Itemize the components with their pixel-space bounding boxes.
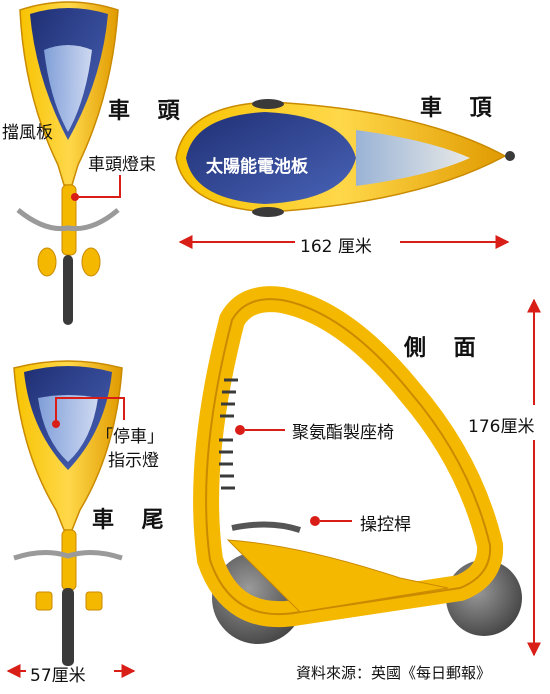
front-view-vehicle (16, 1, 120, 325)
stop-light-label-2: 指示燈 (108, 451, 159, 471)
source-credit: 資料來源：英國《每日郵報》 (296, 664, 492, 682)
height-label: 176厘米 (468, 417, 535, 437)
stop-light-leader (55, 397, 125, 424)
side-view-title: 側 面 (404, 336, 486, 361)
headlight-leader (78, 175, 121, 198)
joystick-label: 操控桿 (360, 515, 411, 535)
front-view-title: 車 頭 (108, 99, 190, 124)
seat-label: 聚氨酯製座椅 (292, 423, 394, 443)
width-label: 57厘米 (30, 666, 86, 686)
seat-slats (219, 378, 238, 490)
top-view-vehicle (175, 99, 515, 217)
solar-panel-label: 太陽能電池板 (206, 157, 308, 177)
length-label: 162 厘米 (300, 237, 372, 257)
windshield-label: 擋風板 (2, 123, 53, 143)
side-view-vehicle (193, 286, 522, 644)
headlight-label: 車頭燈束 (88, 155, 156, 175)
rear-view-title: 車 尾 (92, 508, 174, 533)
rear-view-vehicle (13, 360, 123, 666)
top-view-title: 車 頂 (420, 96, 502, 121)
stop-light-label-1: 「停車」 (96, 427, 164, 447)
